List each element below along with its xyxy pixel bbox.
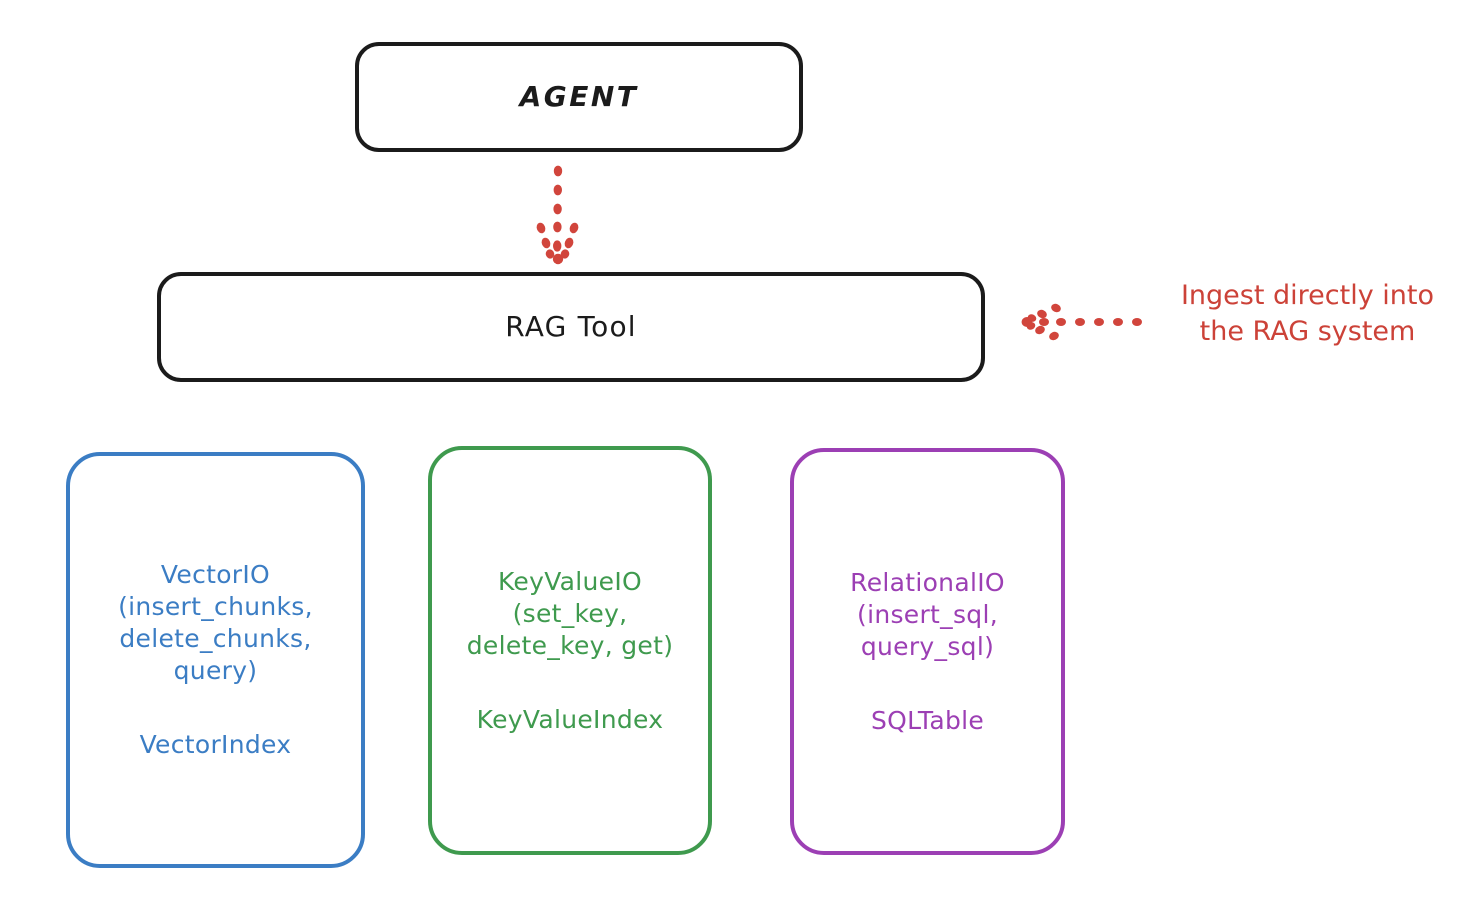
node-key-value-io-api-label: KeyValueIO (set_key, delete_key, get) <box>466 566 674 660</box>
node-vector-io-api-label: VectorIO (insert_chunks, delete_chunks, … <box>118 560 313 685</box>
node-relational-io[interactable]: RelationalIO (insert_sql, query_sql) SQL… <box>790 448 1065 855</box>
node-vector-io[interactable]: VectorIO (insert_chunks, delete_chunks, … <box>66 452 365 868</box>
node-agent-label: AGENT <box>519 80 639 114</box>
node-rag-tool[interactable]: RAG Tool <box>157 272 985 382</box>
node-rag-tool-label: RAG Tool <box>505 310 637 344</box>
node-relational-io-index-label: SQLTable <box>870 705 985 735</box>
node-key-value-io[interactable]: KeyValueIO (set_key, delete_key, get) Ke… <box>428 446 712 855</box>
node-agent[interactable]: AGENT <box>355 42 803 152</box>
connector-agent-to-rag-tool-arrow-icon <box>536 165 579 265</box>
node-relational-io-api-label: RelationalIO (insert_sql, query_sql) <box>850 567 1005 661</box>
node-vector-io-index-label: VectorIndex <box>139 730 292 759</box>
connector-ingest-arrow-icon <box>1021 303 1142 341</box>
node-key-value-io-index-label: KeyValueIndex <box>476 704 664 734</box>
annotation-ingest-text: Ingest directly into the RAG system <box>1180 280 1435 347</box>
